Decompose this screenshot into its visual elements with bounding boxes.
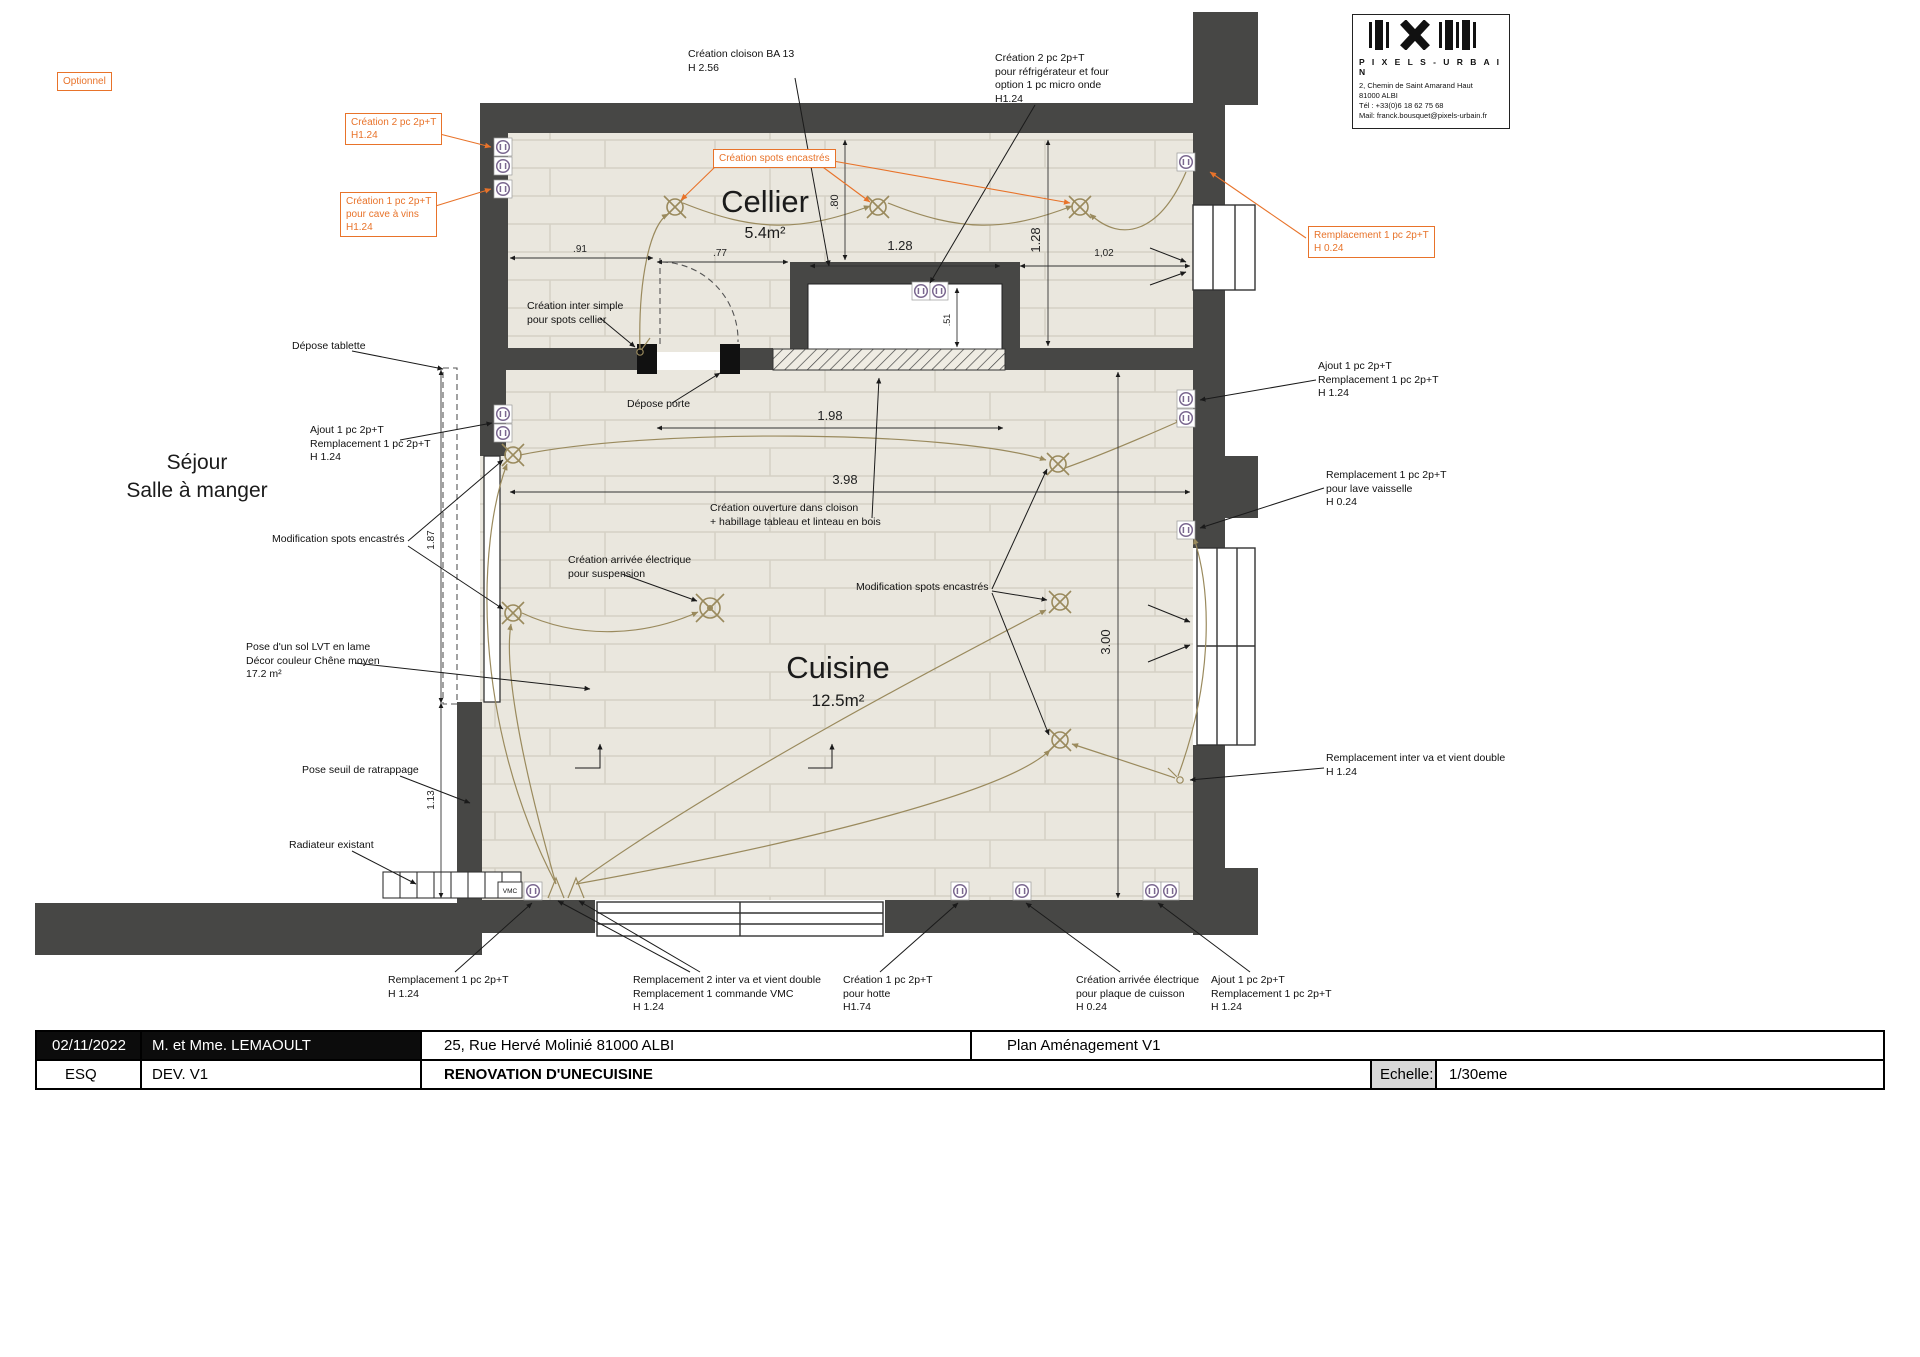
annotation-inter-simple: Création inter simple pour spots cellier [527,300,624,326]
titleblock-date: 02/11/2022 [37,1032,142,1059]
orange-leader-arrows [415,129,1307,239]
annotation-creation-spots: Création spots encastrés [713,149,836,168]
windows [596,204,1256,937]
titleblock-address: 25, Rue Hervé Molinié 81000 ALBI [422,1032,972,1059]
logo-address-2: 81000 ALBI [1359,91,1398,101]
annotation-modif-spots-droite: Modification spots encastrés [856,581,989,593]
company-logo-block: P I X E L S - U R B A I N 2, Chemin de S… [1352,14,1510,129]
outlet-icon [1160,881,1180,901]
vmc-box: VMC [497,881,523,899]
dim-label: 1,02 [1094,248,1114,259]
logo-phone: Tél : +33(0)6 18 62 75 68 [1359,101,1444,111]
annotation-depose-tablette: Dépose tablette [292,340,366,352]
outlet-icon [911,281,931,301]
annotation-remplacement-vmc: Remplacement 2 inter va et vient double … [633,974,821,1014]
outlet-icon [493,137,513,157]
annotation-seuil: Pose seuil de ratrappage [302,764,419,776]
outlet-icon [493,404,513,424]
leader-arrows [351,77,1325,973]
titleblock-scale-label: Echelle: [1372,1061,1437,1088]
outlet-icon [493,179,513,199]
dim-label: 1.28 [1028,227,1043,252]
annotation-creation-cave-a-vins: Création 1 pc 2p+T pour cave à vins H1.2… [340,192,438,237]
annotation-ajout-bas: Ajout 1 pc 2p+T Remplacement 1 pc 2p+T H… [1211,974,1332,1014]
annotation-hotte: Création 1 pc 2p+T pour hotte H1.74 [843,974,933,1014]
niche-interior [807,283,1003,351]
logo-brand-text: P I X E L S - U R B A I N [1359,57,1502,77]
title-block-row-2: ESQ DEV. V1 RENOVATION D'UNECUISINE Eche… [37,1061,1883,1088]
titleblock-client: M. et Mme. LEMAOULT [142,1032,422,1059]
annotation-remplacement-bas: Remplacement 1 pc 2p+T H 1.24 [388,974,509,1000]
spot-icon [866,195,890,219]
outlet-icon [1012,881,1032,901]
spot-icon [1046,452,1070,476]
spot-icon [501,601,525,625]
dim-label: .91 [573,244,587,255]
annotation-arrivee-suspension: Création arrivée électrique pour suspens… [568,554,692,580]
title-block-row-1: 02/11/2022 M. et Mme. LEMAOULT 25, Rue H… [37,1032,1883,1061]
outlet-icon [950,881,970,901]
annotation-refrigerateur-four: Création 2 pc 2p+T pour réfrigérateur et… [995,52,1109,105]
spot-symbols [501,195,1092,752]
dim-label: .51 [942,314,952,327]
spot-icon [1068,195,1092,219]
annotation-remplacement-h024: Remplacement 1 pc 2p+T H 0.24 [1308,226,1435,258]
dim-label: .77 [713,248,727,259]
annotation-ajout-gauche: Ajout 1 pc 2p+T Remplacement 1 pc 2p+T H… [310,424,431,464]
annotation-lave-vaisselle: Remplacement 1 pc 2p+T pour lave vaissel… [1326,469,1447,509]
outlet-icon [1176,389,1196,409]
lintel-hatch [772,348,1006,371]
outlet-icon [1176,520,1196,540]
spot-icon [1048,590,1072,614]
dim-label: 3.00 [1098,629,1113,654]
annotation-modif-spots-gauche: Modification spots encastrés [272,533,405,545]
titleblock-plan-name: Plan Aménagement V1 [1007,1037,1161,1054]
logo-address-1: 2, Chemin de Saint Amarand Haut [1359,81,1473,90]
room-name-sejour-1: Séjour [167,451,228,474]
titleblock-project: RENOVATION D'UNECUISINE [422,1061,1372,1088]
outlet-icon [929,281,949,301]
annotation-optionnel: Optionnel [57,72,112,91]
spot-icon [1048,728,1072,752]
annotation-depose-porte: Dépose porte [627,398,691,410]
dim-label: 1.98 [817,408,842,423]
annotation-ajout-droite: Ajout 1 pc 2p+T Remplacement 1 pc 2p+T H… [1318,360,1439,400]
dimension-lines [438,139,1191,899]
annotation-plaque-cuisson: Création arrivée électrique pour plaque … [1076,974,1200,1014]
outlet-symbols [493,137,1196,901]
dim-label: 1.13 [426,790,437,810]
title-block: 02/11/2022 M. et Mme. LEMAOULT 25, Rue H… [35,1030,1885,1090]
door-jambs [637,344,740,374]
dim-label: 1.28 [887,238,912,253]
circuit-curves [486,171,1207,899]
dim-label: 1.87 [426,530,437,550]
dim-label: .80 [829,194,841,209]
outlet-icon [493,423,513,443]
outlet-icon [1142,881,1162,901]
suspension-icon [695,593,725,623]
outlet-icon [493,156,513,176]
outlet-icon [1176,408,1196,428]
annotation-inter-va-et-vient: Remplacement inter va et vient double H … [1326,752,1506,778]
outlet-icon [1176,152,1196,172]
dim-label: 3.98 [832,472,857,487]
annotation-creation-cloison: Création cloison BA 13 H 2.56 [688,48,795,74]
outlet-icon [523,881,543,901]
annotation-radiateur: Radiateur existant [289,839,374,851]
spot-icon [501,443,525,467]
titleblock-version: DEV. V1 [142,1061,422,1088]
room-name-sejour-2: Salle à manger [126,479,267,502]
titleblock-scale-value: 1/30eme [1449,1066,1508,1083]
pixels-urbain-logo-icon [1369,19,1476,51]
spot-icon [663,195,687,219]
vmc-label: VMC [503,888,518,895]
titleblock-phase: ESQ [37,1061,142,1088]
dimension-labels: .91 .77 1.28 1,02 .80 1.28 .51 1.98 3.98… [426,194,1114,809]
annotation-sol-lvt: Pose d'un sol LVT en lame Décor couleur … [246,641,380,681]
annotation-creation-2pc: Création 2 pc 2p+T H1.24 [345,113,443,145]
logo-mail: Mail: franck.bousquet@pixels-urbain.fr [1359,111,1488,121]
floors [480,130,1193,900]
annotation-ouverture-cloison: Création ouverture dans cloison + habill… [710,502,881,528]
